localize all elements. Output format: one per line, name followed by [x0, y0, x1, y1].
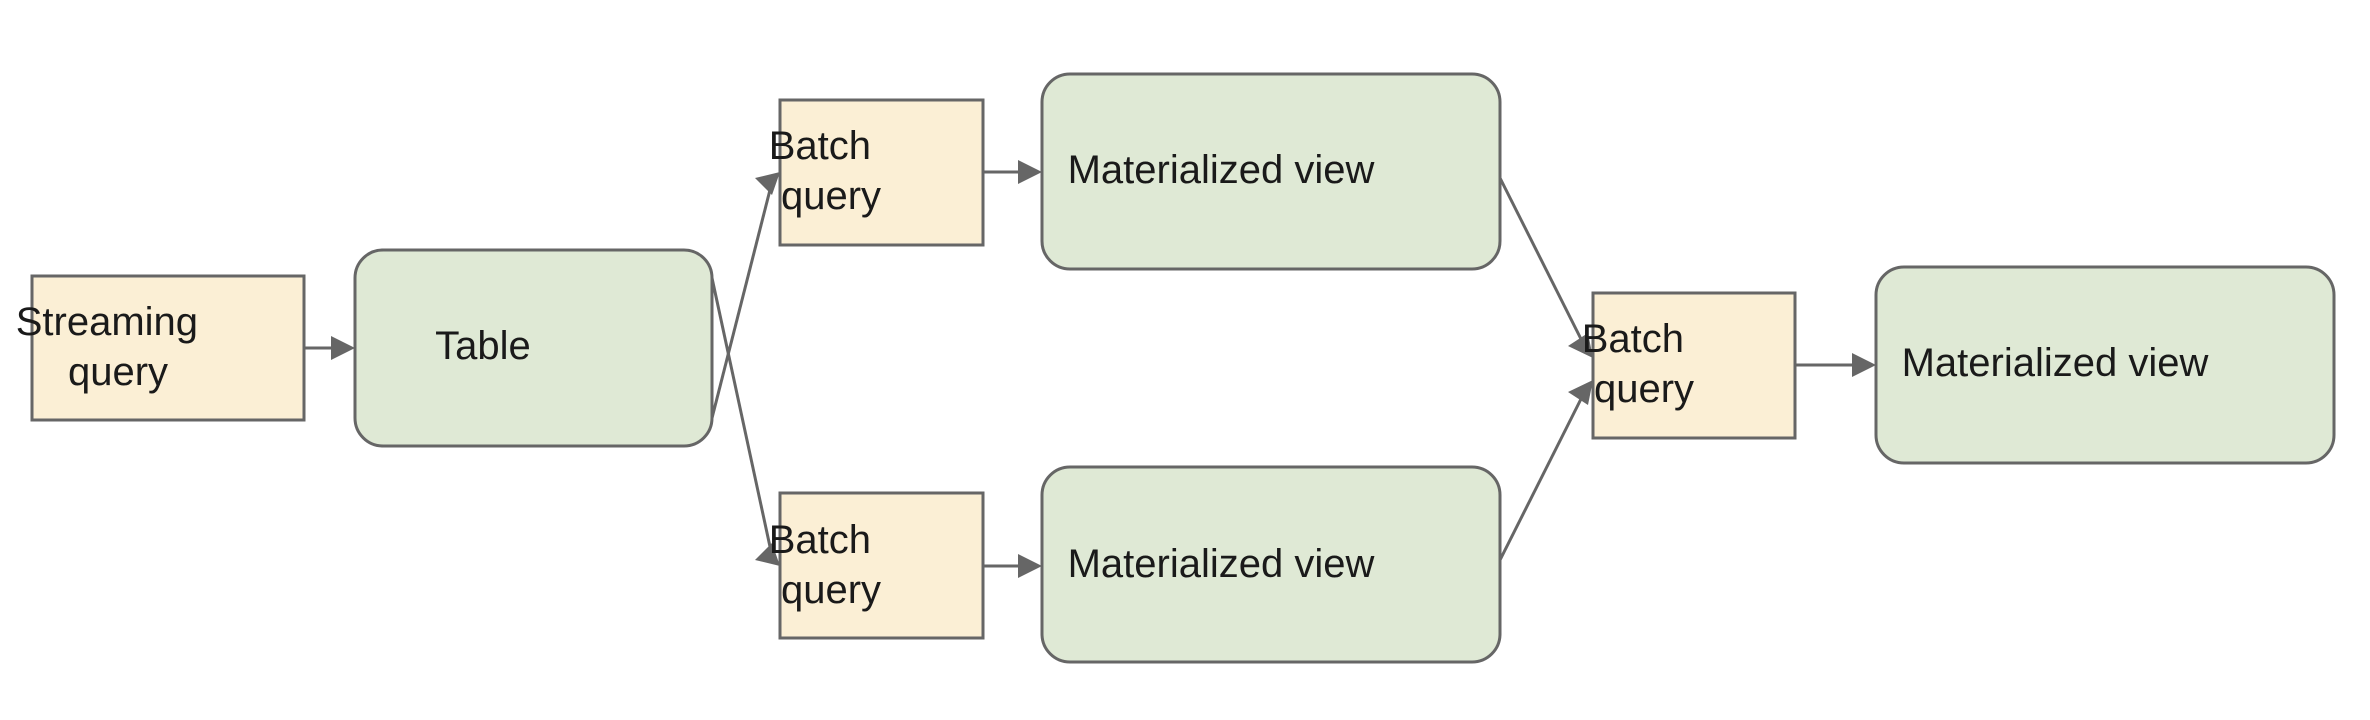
node-shape — [778, 98, 985, 247]
node-shape — [1591, 291, 1797, 440]
arrowhead-icon — [1568, 380, 1593, 405]
arrowhead-icon — [1018, 554, 1042, 578]
node-materialized-view-bottom[interactable]: Materialized view — [1040, 465, 1502, 664]
edge-batch-query-join-to-materialized-view-final[interactable] — [1795, 353, 1876, 377]
edge-layer — [305, 160, 1876, 578]
edge-line — [710, 277, 774, 557]
arrowhead-icon — [755, 543, 780, 566]
arrowhead-icon — [1568, 333, 1593, 358]
arrowhead-icon — [331, 336, 355, 360]
arrowhead-icon — [1018, 160, 1042, 184]
node-batch-query-top[interactable]: Batch query — [769, 98, 994, 247]
node-batch-query-join[interactable]: Batch query — [1582, 291, 1807, 440]
edge-materialized-view-bottom-to-batch-query-join[interactable] — [1495, 380, 1593, 567]
node-batch-query-bottom[interactable]: Batch query — [769, 491, 994, 640]
node-shape — [1040, 465, 1502, 664]
arrowhead-icon — [1852, 353, 1876, 377]
node-shape — [778, 491, 985, 640]
node-materialized-view-top[interactable]: Materialized view — [1040, 72, 1502, 271]
edge-batch-query-top-to-materialized-view-top[interactable] — [983, 160, 1042, 184]
edge-table-to-batch-query-top[interactable] — [710, 172, 780, 419]
node-layer: Streaming query Table Batch query — [16, 72, 2336, 664]
edge-materialized-view-top-to-batch-query-join[interactable] — [1495, 171, 1593, 358]
edge-line — [1495, 171, 1586, 346]
node-shape — [353, 248, 714, 448]
edge-line — [710, 181, 774, 419]
node-materialized-view-final[interactable]: Materialized view — [1874, 265, 2336, 465]
arrowhead-icon — [755, 172, 780, 195]
edge-batch-query-bottom-to-materialized-view-bottom[interactable] — [983, 554, 1042, 578]
node-table[interactable]: Table — [353, 248, 714, 448]
node-streaming-query[interactable]: Streaming query — [16, 274, 321, 422]
edge-streaming-query-to-table[interactable] — [305, 336, 355, 360]
node-shape — [30, 274, 306, 422]
node-shape — [1040, 72, 1502, 271]
node-shape — [1874, 265, 2336, 465]
edge-table-to-batch-query-bottom[interactable] — [710, 277, 780, 566]
edge-line — [1495, 392, 1586, 567]
